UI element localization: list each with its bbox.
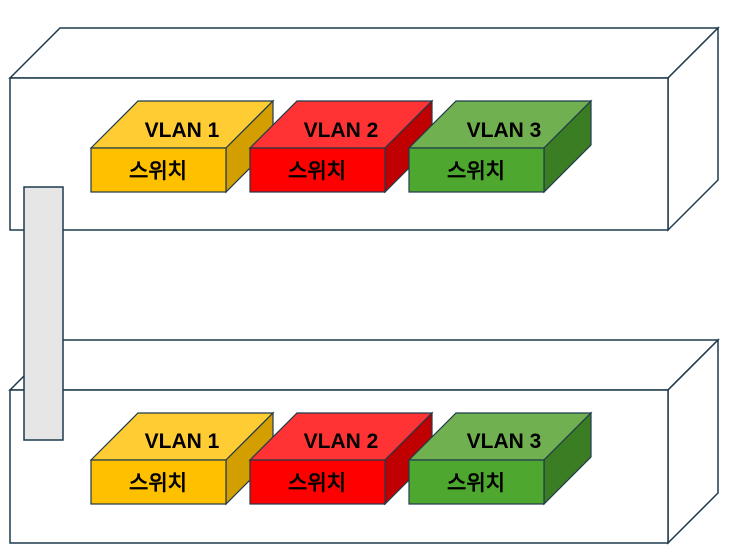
switch-r0-s2: VLAN 3 스위치 [407, 99, 593, 194]
switch-r1-s1: VLAN 2 스위치 [248, 411, 434, 506]
switch-vlan-label: VLAN 3 [467, 430, 542, 453]
switch-front-face [408, 147, 545, 193]
switch-label: 스위치 [447, 471, 505, 495]
switch-vlan-label: VLAN 2 [304, 430, 379, 453]
switch-front-face [90, 147, 227, 193]
switch-vlan-label: VLAN 3 [467, 119, 542, 142]
switch-label: 스위치 [288, 471, 346, 495]
switch-front-face [90, 459, 227, 505]
switch-label: 스위치 [129, 471, 187, 495]
switch-vlan-label: VLAN 1 [145, 119, 220, 142]
switch-r0-s1: VLAN 2 스위치 [248, 99, 434, 194]
switch-r0-s0: VLAN 1 스위치 [89, 99, 275, 194]
switch-vlan-label: VLAN 1 [145, 430, 220, 453]
switch-label: 스위치 [447, 159, 505, 183]
switch-label: 스위치 [288, 159, 346, 183]
switch-front-face [249, 459, 386, 505]
switch-r1-s2: VLAN 3 스위치 [407, 411, 593, 506]
rack-top-top-face [8, 27, 720, 79]
switch-vlan-label: VLAN 2 [304, 119, 379, 142]
switch-front-face [249, 147, 386, 193]
trunk-link [23, 186, 64, 441]
switch-front-face [408, 459, 545, 505]
rack-bottom-top-face [8, 339, 720, 391]
switch-label: 스위치 [129, 159, 187, 183]
switch-r1-s0: VLAN 1 스위치 [89, 411, 275, 506]
